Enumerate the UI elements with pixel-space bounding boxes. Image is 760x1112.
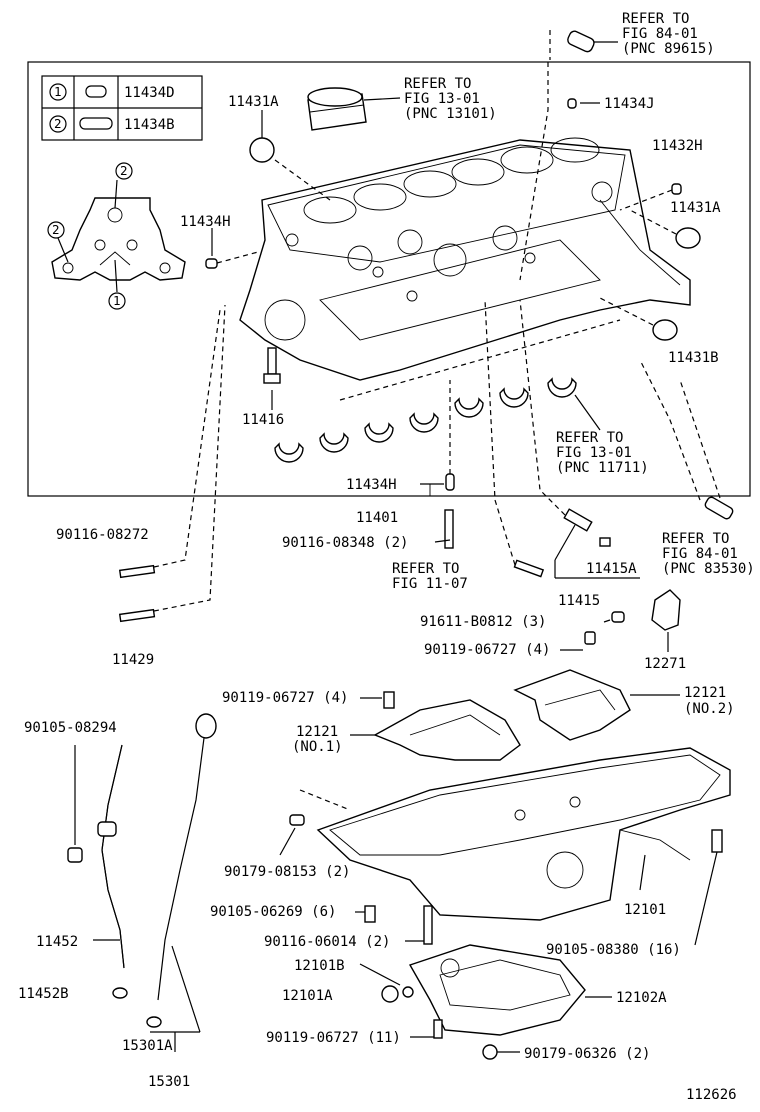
label-12271: 12271 xyxy=(644,656,686,672)
label-11434H-top: 11434H xyxy=(180,214,231,230)
bolt-90105-06269 xyxy=(364,905,376,923)
baffle-12121-no1 xyxy=(373,699,521,761)
oring-11452B xyxy=(112,987,128,999)
figure-id: 112626 xyxy=(686,1087,737,1103)
stud-fig-11-07 xyxy=(513,559,545,578)
label-11432H: 11432H xyxy=(652,138,703,154)
legend-table: 1 2 11434D 11434B xyxy=(41,75,203,141)
oil-pan-12102A xyxy=(408,944,586,1036)
stud-90116-08348 xyxy=(444,509,454,549)
plug-11434H-top xyxy=(205,258,218,269)
label-90105-08294: 90105-08294 xyxy=(24,720,117,736)
legend-num-2: 2 xyxy=(54,116,62,131)
label-91611: 91611-B0812 (3) xyxy=(420,614,546,630)
label-refer-89615-a: REFER TO xyxy=(622,11,689,27)
stud-11429 xyxy=(118,608,156,623)
label-refer-13101-b: FIG 13-01 xyxy=(404,91,480,107)
label-refer-83530-b: FIG 84-01 xyxy=(662,546,738,562)
label-11431A-right: 11431A xyxy=(670,200,721,216)
label-11401: 11401 xyxy=(356,510,398,526)
label-90105-08380: 90105-08380 (16) xyxy=(546,942,681,958)
label-90105-06269: 90105-06269 (6) xyxy=(210,904,336,920)
label-12121-no2b: (NO.2) xyxy=(684,701,735,717)
label-11429: 11429 xyxy=(112,652,154,668)
bolt-11416 xyxy=(263,347,281,384)
label-refer-11711-c: (PNC 11711) xyxy=(556,460,649,476)
label-90119-4b: 90119-06727 (4) xyxy=(222,690,348,706)
cylinder-block xyxy=(239,137,691,381)
label-11431A-top: 11431A xyxy=(228,94,279,110)
legend-part-11434D: 11434D xyxy=(124,85,175,101)
legend-part-11434B: 11434B xyxy=(124,117,175,133)
callout-2-left: 2 xyxy=(52,222,60,237)
legend-num-1: 1 xyxy=(54,84,62,99)
label-12101A: 12101A xyxy=(282,988,333,1004)
oil-jet-11415 xyxy=(563,508,611,547)
callout-2-top: 2 xyxy=(120,163,128,178)
label-refer-13101-a: REFER TO xyxy=(404,76,471,92)
label-12102A: 12102A xyxy=(616,990,667,1006)
callout-1: 1 xyxy=(113,293,121,308)
label-90116-08348: 90116-08348 (2) xyxy=(282,535,408,551)
bracket-12271 xyxy=(651,589,681,631)
label-refer-1107-b: FIG 11-07 xyxy=(392,576,468,592)
label-12121-no1b: (NO.1) xyxy=(292,739,343,755)
label-90119-4a: 90119-06727 (4) xyxy=(424,642,550,658)
label-11431B: 11431B xyxy=(668,350,719,366)
stud-90116-06014 xyxy=(423,905,433,945)
dipstick-guide-11452 xyxy=(67,744,125,969)
label-15301: 15301 xyxy=(148,1074,190,1090)
oil-pan-12101 xyxy=(316,747,731,921)
label-refer-89615-c: (PNC 89615) xyxy=(622,41,715,57)
stud-90116-08272 xyxy=(118,564,156,579)
block-rear-view: 2 2 1 xyxy=(47,162,186,310)
label-11415: 11415 xyxy=(558,593,600,609)
label-15301A: 15301A xyxy=(122,1038,173,1054)
oring-15301A xyxy=(146,1016,162,1028)
label-12121-no2: 12121 xyxy=(684,685,726,701)
baffle-12121-no2 xyxy=(513,669,631,741)
label-12121-no1: 12121 xyxy=(296,724,338,740)
label-12101: 12101 xyxy=(624,902,666,918)
plug-11431A-top xyxy=(249,137,275,163)
plug-11434J xyxy=(567,98,577,109)
label-refer-11711-b: FIG 13-01 xyxy=(556,445,632,461)
label-12101B: 12101B xyxy=(294,958,345,974)
washer-12101B xyxy=(402,986,414,998)
nut-12101A xyxy=(381,985,399,1003)
label-90179-06326: 90179-06326 (2) xyxy=(524,1046,650,1062)
label-90179-08153: 90179-08153 (2) xyxy=(224,864,350,880)
label-refer-83530-a: REFER TO xyxy=(662,531,729,547)
sensor-83530 xyxy=(704,496,734,520)
dipstick-15301 xyxy=(157,713,217,1001)
label-11415A: 11415A xyxy=(586,561,637,577)
label-refer-83530-c: (PNC 83530) xyxy=(662,561,755,577)
pin-11434H-bottom xyxy=(445,473,455,491)
plug-long-icon xyxy=(79,117,113,130)
label-refer-89615-b: FIG 84-01 xyxy=(622,26,698,42)
plug-short-icon xyxy=(85,85,107,98)
plug-11432H xyxy=(671,183,682,195)
sensor-89615 xyxy=(567,30,595,53)
seal-11431A-right xyxy=(675,227,701,249)
label-11452: 11452 xyxy=(36,934,78,950)
seal-11431B xyxy=(652,319,678,341)
bearings xyxy=(274,377,577,463)
label-11452B: 11452B xyxy=(18,986,69,1002)
label-11434H-bottom: 11434H xyxy=(346,477,397,493)
piston-ref xyxy=(307,87,367,131)
label-90116-08272: 90116-08272 xyxy=(56,527,149,543)
engine-block-frame xyxy=(27,61,751,497)
label-11416: 11416 xyxy=(242,412,284,428)
label-11434J: 11434J xyxy=(604,96,655,112)
label-refer-13101-c: (PNC 13101) xyxy=(404,106,497,122)
label-refer-11711-a: REFER TO xyxy=(556,430,623,446)
label-refer-1107-a: REFER TO xyxy=(392,561,459,577)
label-90119-11: 90119-06727 (11) xyxy=(266,1030,401,1046)
label-90116-06014: 90116-06014 (2) xyxy=(264,934,390,950)
